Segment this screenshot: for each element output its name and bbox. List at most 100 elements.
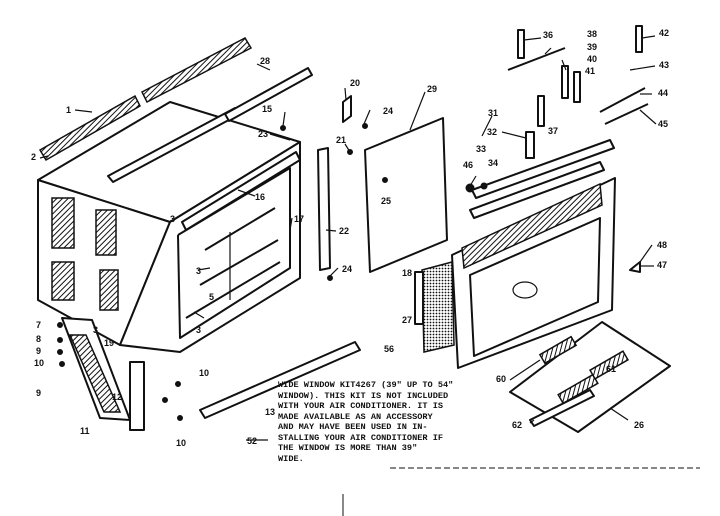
part-number: 31 [488, 108, 498, 118]
part-36 [517, 29, 525, 59]
part-number: 44 [658, 88, 668, 98]
part-number: 52 [247, 436, 257, 446]
part-number: 3 [196, 266, 201, 276]
note-line: THE WINDOW IS MORE THAN 39" [278, 443, 418, 453]
part-number: 8 [36, 334, 41, 344]
part-number: 12 [112, 392, 122, 402]
part-number: 10 [199, 368, 209, 378]
part-38 [507, 47, 566, 71]
part-number: 10 [176, 438, 186, 448]
part-37 [537, 95, 545, 127]
part-number: 1 [66, 105, 71, 115]
interior-frame [177, 167, 291, 339]
clip-32 [525, 131, 535, 159]
screw-10c [177, 415, 183, 421]
note-line: WIDE. [278, 453, 304, 464]
side-bracket-12 [129, 361, 145, 431]
rail-28 [224, 67, 313, 122]
part-number: 28 [260, 56, 270, 66]
part-number: 3 [196, 325, 201, 335]
interior-rail-3 [185, 261, 281, 319]
part-number: 11 [80, 426, 90, 436]
part-number: 21 [336, 135, 346, 145]
knob-46 [465, 183, 475, 193]
part-number: 39 [587, 42, 597, 52]
screw-9b [162, 397, 168, 403]
bracket-20 [342, 95, 352, 123]
part-number: 34 [488, 158, 498, 168]
part-47 [629, 261, 641, 273]
part-number: 19 [104, 338, 114, 348]
screw-10b [175, 381, 181, 387]
note-line: WITH YOUR AIR CONDITIONER. IT IS [278, 401, 444, 411]
screw-8 [57, 337, 63, 343]
grille-face [469, 217, 601, 357]
part-number: 43 [659, 60, 669, 70]
part-number: 22 [339, 226, 349, 236]
part-number: 24 [342, 264, 352, 274]
part-number: 13 [265, 407, 275, 417]
part-number: 60 [496, 374, 506, 384]
part-number: 56 [384, 344, 394, 354]
part-42 [635, 25, 643, 53]
knob-34 [480, 182, 488, 190]
part-number: 10 [34, 358, 44, 368]
part-number: 25 [381, 196, 391, 206]
bottom-rail-13 [199, 341, 361, 419]
side-vent-4 [99, 269, 119, 311]
part-number: 2 [31, 152, 36, 162]
part-number: 27 [402, 315, 412, 325]
note-line: AND MAY HAVE BEEN USED IN IN- [278, 422, 428, 432]
part-number: 17 [294, 214, 304, 224]
center-parts [317, 95, 448, 281]
bracket-22 [317, 147, 331, 271]
side-vent-3 [51, 261, 75, 301]
part-number: 41 [585, 66, 595, 76]
screw-24b [327, 275, 333, 281]
part-number: 23 [258, 129, 268, 139]
part-number: 38 [587, 29, 597, 39]
rail-33 [469, 161, 605, 219]
side-vent-2 [95, 209, 117, 256]
part-number: 9 [36, 388, 41, 398]
part-number: 62 [512, 420, 522, 430]
part-number: 29 [427, 84, 437, 94]
part-number: 33 [476, 144, 486, 154]
note-line: WINDOW). THIS KIT IS NOT INCLUDED [278, 390, 449, 401]
rail-62 [529, 389, 595, 427]
part-number: 18 [402, 268, 412, 278]
cabinet [37, 37, 361, 431]
side-vent-1 [51, 197, 75, 249]
accordion-panel [68, 334, 122, 413]
screw-24a [362, 123, 368, 129]
part-40 [561, 65, 569, 99]
leader-lines [39, 35, 657, 441]
part-41 [573, 71, 581, 103]
part-45 [604, 103, 649, 125]
part-number: 20 [350, 78, 360, 88]
front-grille-assembly [414, 25, 671, 433]
note-line: WIDE WINDOW KIT4267 (39" UP TO 54" [278, 380, 454, 390]
part-number: 9 [36, 346, 41, 356]
note-line: MADE AVAILABLE AS AN ACCESSORY [278, 411, 433, 422]
part-number: 15 [262, 104, 272, 114]
part-number: 5 [209, 292, 214, 302]
part-number: 46 [463, 160, 473, 170]
part-number: 45 [658, 119, 668, 129]
part-number: 16 [255, 192, 265, 202]
part-number: 24 [383, 106, 393, 116]
screw-9 [57, 349, 63, 355]
part-number: 7 [36, 320, 41, 330]
rail-31 [471, 139, 615, 199]
part-number: 47 [657, 260, 667, 270]
note-line: STALLING YOUR AIR CONDITIONER IF [278, 432, 444, 443]
grille-emblem [512, 281, 538, 299]
screw-7 [57, 322, 63, 328]
pad-61b [589, 350, 629, 380]
part-44 [599, 87, 646, 113]
screw-10 [59, 361, 65, 367]
part-number: 37 [548, 126, 558, 136]
part-number: 32 [487, 127, 497, 137]
screw-15 [280, 125, 286, 131]
screw-25 [382, 177, 388, 183]
